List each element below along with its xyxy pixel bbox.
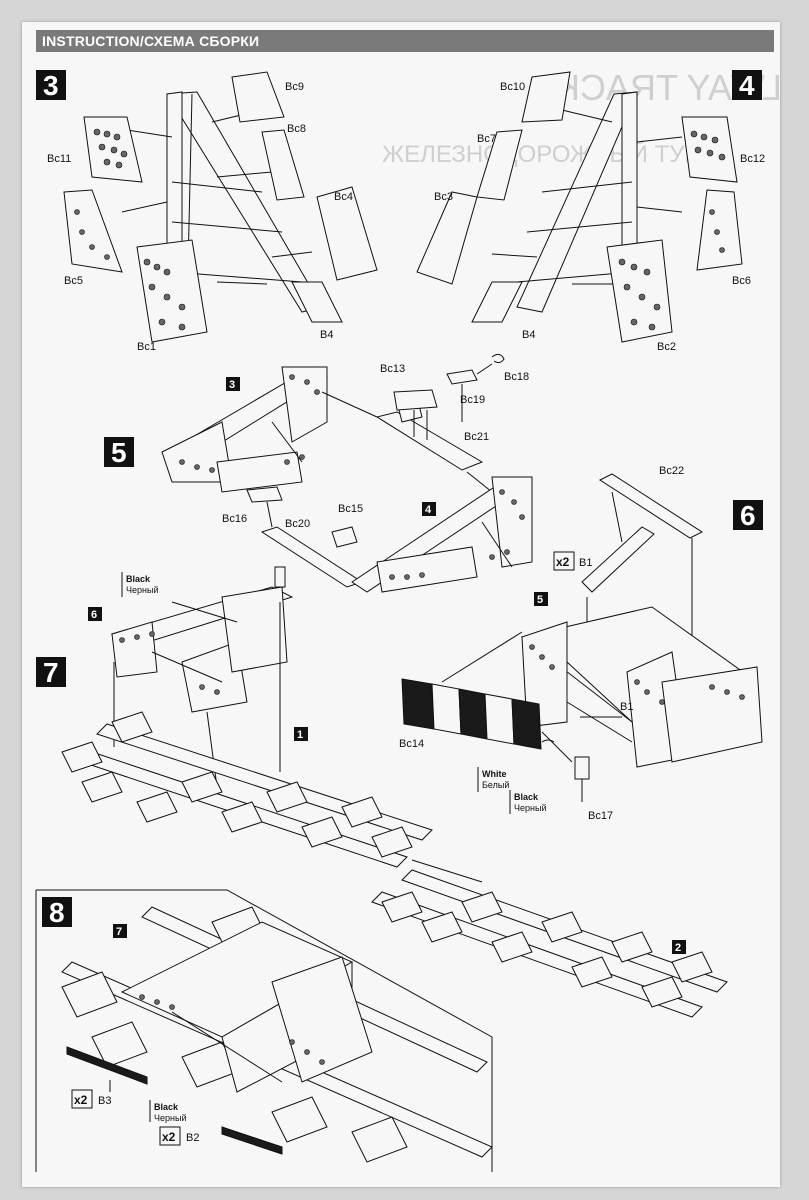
part-label-bc4: Bc4: [334, 191, 353, 203]
step-5-badge: [104, 437, 134, 467]
part-label-bc3: Bc3: [434, 191, 453, 203]
step-5-drawing: [161, 353, 533, 593]
subassembly-4-number: 4: [425, 504, 432, 516]
step-6-drawing: [520, 473, 763, 768]
white-callout-ru: Белый: [482, 780, 509, 790]
part-label-bc2: Bc2: [657, 341, 676, 353]
track-2-badge: [672, 940, 686, 954]
part-label-bc10: Bc10: [500, 81, 525, 93]
ghost-text-russian: ЖЕЛЕЗНОДОРОЖНЫЙ ТУПИК: [382, 140, 733, 168]
black-callout-ru-3: Черный: [154, 1113, 186, 1123]
header-bar: INSTRUCTION/СХЕМА СБОРКИ: [36, 30, 774, 52]
multiplier-b3: x2: [74, 1093, 88, 1107]
subassembly-5-badge: [534, 592, 548, 606]
step-5-number: 5: [111, 437, 127, 468]
part-label-b1-bottom: B1: [620, 701, 633, 713]
part-label-bc19: Bc19: [460, 394, 485, 406]
black-callout-ru-1: Черный: [126, 585, 158, 595]
part-label-b4-left: B4: [320, 329, 333, 341]
step-4-number: 4: [739, 70, 755, 101]
subassembly-6-number: 6: [91, 609, 97, 621]
part-label-bc6: Bc6: [732, 275, 751, 287]
part-label-bc17: Bc17: [588, 810, 613, 822]
part-label-b3: B3: [98, 1095, 111, 1107]
multiplier-b1: x2: [556, 555, 570, 569]
step-4-badge: [732, 70, 762, 100]
subassembly-3-number: 3: [229, 379, 235, 391]
step-8-number: 8: [49, 897, 65, 928]
track-section-2: [371, 869, 728, 1018]
step-7-number: 7: [43, 657, 59, 688]
subassembly-7-badge: [113, 924, 127, 938]
part-label-bc22: Bc22: [659, 465, 684, 477]
part-label-bc14: Bc14: [399, 738, 424, 750]
step-7-drawing: [61, 566, 728, 1018]
step-7-badge: [36, 657, 66, 687]
multiplier-box-b1: [553, 551, 575, 571]
part-label-b1-top: B1: [579, 557, 592, 569]
track-1-badge: [294, 727, 308, 741]
part-label-b4-right: B4: [522, 329, 535, 341]
track-section-1: [61, 711, 433, 868]
subassembly-7-number: 7: [116, 926, 122, 938]
part-label-bc15: Bc15: [338, 503, 363, 515]
part-label-bc20: Bc20: [285, 518, 310, 530]
black-callout-en-1: Black: [126, 574, 151, 584]
subassembly-6-badge: [88, 607, 102, 621]
step-6-number: 6: [740, 500, 756, 531]
part-label-bc12: Bc12: [740, 153, 765, 165]
track-1-number: 1: [297, 729, 303, 741]
part-label-bc9: Bc9: [285, 81, 304, 93]
part-label-bc5: Bc5: [64, 275, 83, 287]
part-label-bc8: Bc8: [287, 123, 306, 135]
step-8-drawing: [61, 906, 493, 1163]
step-3-badge: [36, 70, 66, 100]
black-callout-en-2: Black: [514, 792, 539, 802]
part-label-bc16: Bc16: [222, 513, 247, 525]
part-label-bc13: Bc13: [380, 363, 405, 375]
instruction-sheet: INSTRUCTION/СХЕМА СБОРКИ RAILWAY TRACK Ж…: [22, 22, 780, 1187]
step-3-number: 3: [43, 70, 59, 101]
subassembly-4-badge: [422, 502, 436, 516]
step-8-badge: [42, 897, 72, 927]
subassembly-3-badge: [226, 377, 240, 391]
multiplier-b2: x2: [162, 1130, 176, 1144]
step-6-badge: [733, 500, 763, 530]
black-callout-ru-2: Черный: [514, 803, 546, 813]
black-callout-en-3: Black: [154, 1102, 179, 1112]
part-label-bc21: Bc21: [464, 431, 489, 443]
part-label-bc18: Bc18: [504, 371, 529, 383]
header-title: INSTRUCTION/СХЕМА СБОРКИ: [42, 33, 260, 49]
track-2-number: 2: [675, 942, 681, 954]
part-label-bc7: Bc7: [477, 133, 496, 145]
multiplier-box-b3: [71, 1089, 93, 1109]
multiplier-box-b2: [159, 1126, 181, 1146]
part-label-bc1: Bc1: [137, 341, 156, 353]
part-label-bc11: Bc11: [47, 153, 71, 165]
white-callout-en: White: [482, 769, 507, 779]
assembly-diagram: RAILWAY TRACK ЖЕЛЕЗНОДОРОЖНЫЙ ТУПИК 3: [35, 67, 780, 1172]
part-label-b2: B2: [186, 1132, 199, 1144]
step-8-panel: [35, 889, 493, 1172]
step-3-drawing: [63, 71, 378, 343]
step-4-drawing: [416, 71, 743, 343]
bc14-striped-plank: [401, 631, 590, 802]
subassembly-5-number: 5: [537, 594, 543, 606]
